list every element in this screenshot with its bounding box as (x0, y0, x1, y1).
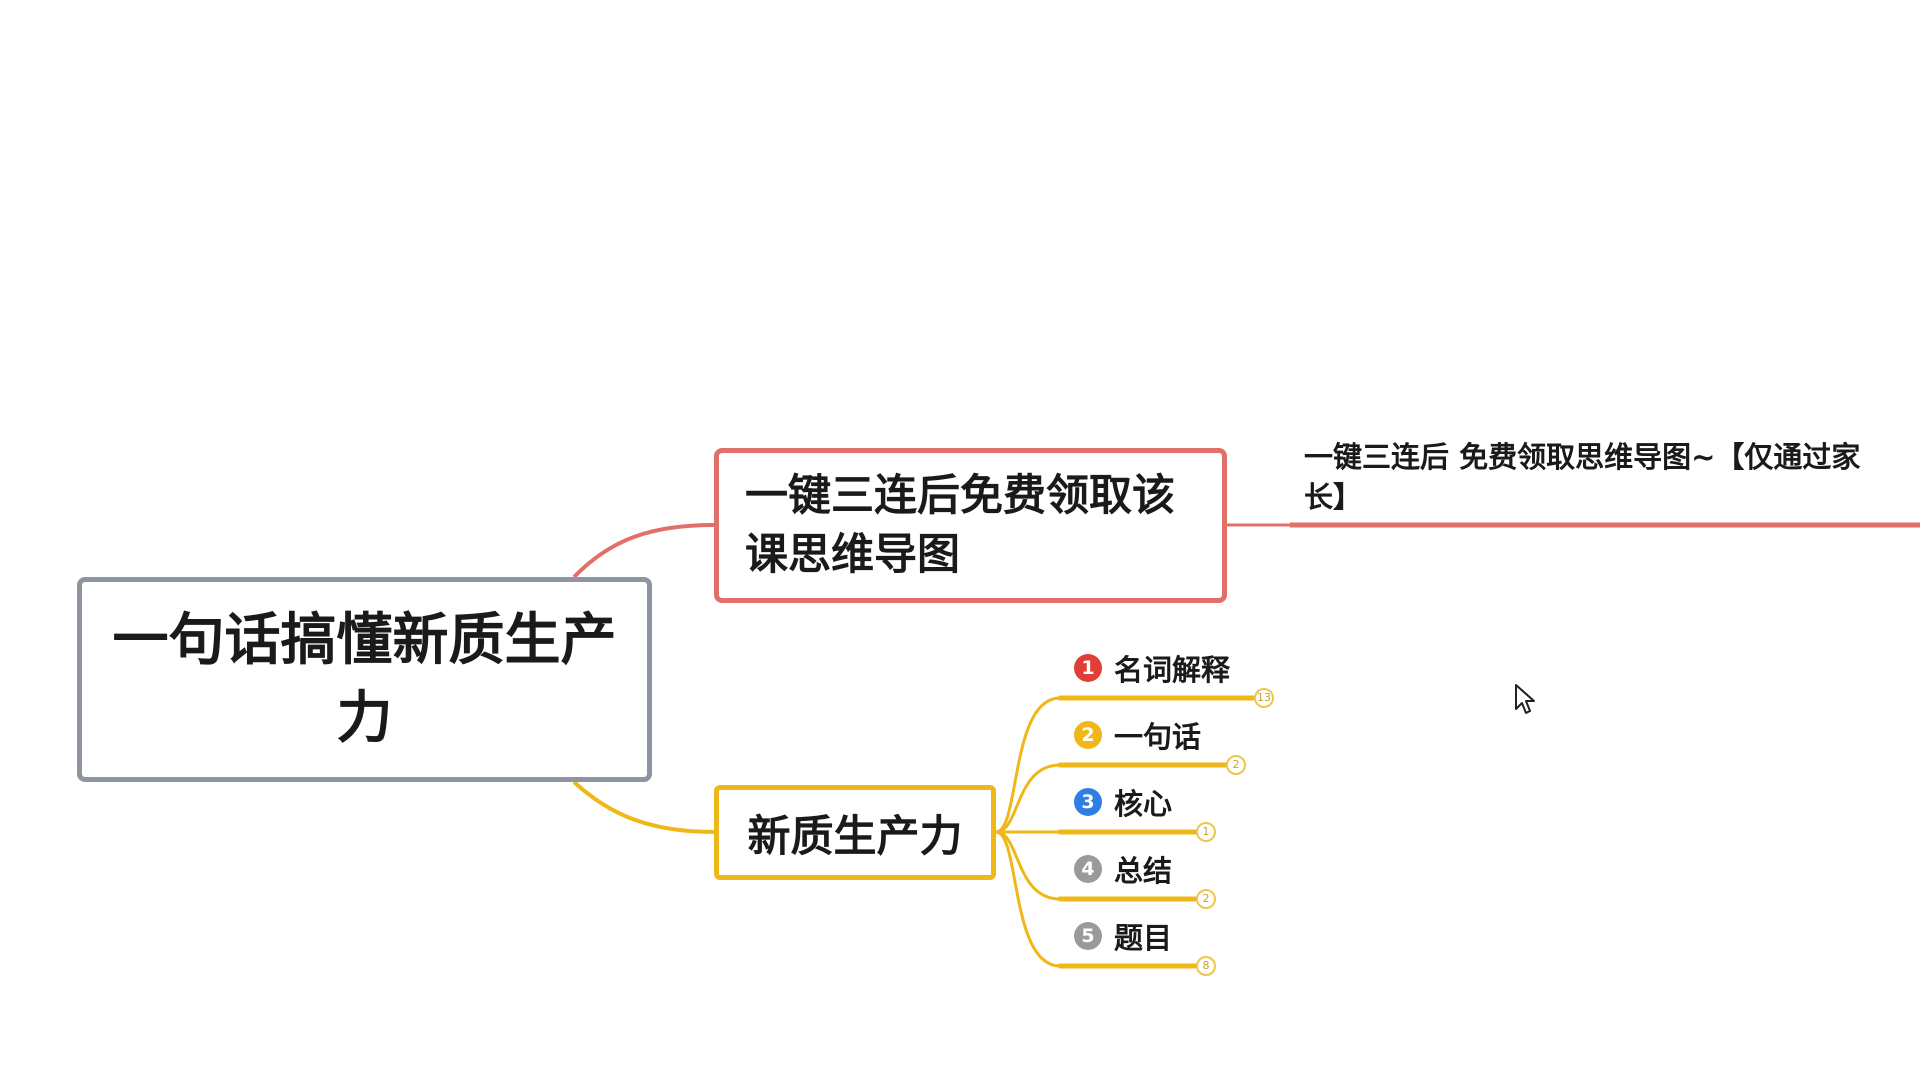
subtopic-label: 核心 (1114, 787, 1173, 821)
branch-free-label: 一键三连后免费领取该课思维导图 (745, 470, 1175, 580)
subtopic-label: 一句话 (1114, 720, 1202, 754)
connector-np-item-2 (995, 763, 1061, 834)
subtopic-item-3[interactable]: 3 核心 (1074, 782, 1172, 822)
subtopic-item-1[interactable]: 1 名词解释 (1074, 648, 1230, 688)
connector-root-np (572, 780, 715, 834)
number-1-icon: 1 (1074, 654, 1102, 682)
number-2-icon: 2 (1074, 721, 1102, 749)
subtopic-item-5[interactable]: 5 题目 (1074, 916, 1172, 956)
root-topic[interactable]: 一句话搞懂新质生产力 (77, 577, 652, 782)
mouse-pointer-icon (1515, 684, 1535, 714)
connector-root-free (572, 523, 715, 579)
subtopic-item-2[interactable]: 2 一句话 (1074, 715, 1201, 755)
subtopic-label: 题目 (1114, 921, 1173, 955)
number-3-icon: 3 (1074, 788, 1102, 816)
note-text: 一键三连后 免费领取思维导图~【仅通过家长】 (1304, 440, 1861, 514)
branch-topic-new-productivity[interactable]: 新质生产力 (714, 785, 996, 880)
branch-np-label: 新质生产力 (747, 811, 963, 862)
subtopic-item-4[interactable]: 4 总结 (1074, 849, 1172, 889)
subtopic-label: 名词解释 (1114, 653, 1231, 687)
collapsed-count-badge[interactable]: 2 (1226, 755, 1246, 775)
connector-np-item-5 (995, 830, 1061, 968)
connector-np-item-1 (995, 696, 1061, 834)
collapsed-count-badge[interactable]: 8 (1196, 956, 1216, 976)
number-5-icon: 5 (1074, 922, 1102, 950)
subtopic-label: 总结 (1114, 854, 1173, 888)
collapsed-count-badge[interactable]: 1 (1196, 822, 1216, 842)
collapsed-count-badge[interactable]: 13 (1254, 688, 1274, 708)
collapsed-count-badge[interactable]: 2 (1196, 889, 1216, 909)
number-4-icon: 4 (1074, 855, 1102, 883)
branch-topic-free-mindmap[interactable]: 一键三连后免费领取该课思维导图 (714, 448, 1227, 603)
root-topic-label: 一句话搞懂新质生产力 (112, 607, 617, 751)
